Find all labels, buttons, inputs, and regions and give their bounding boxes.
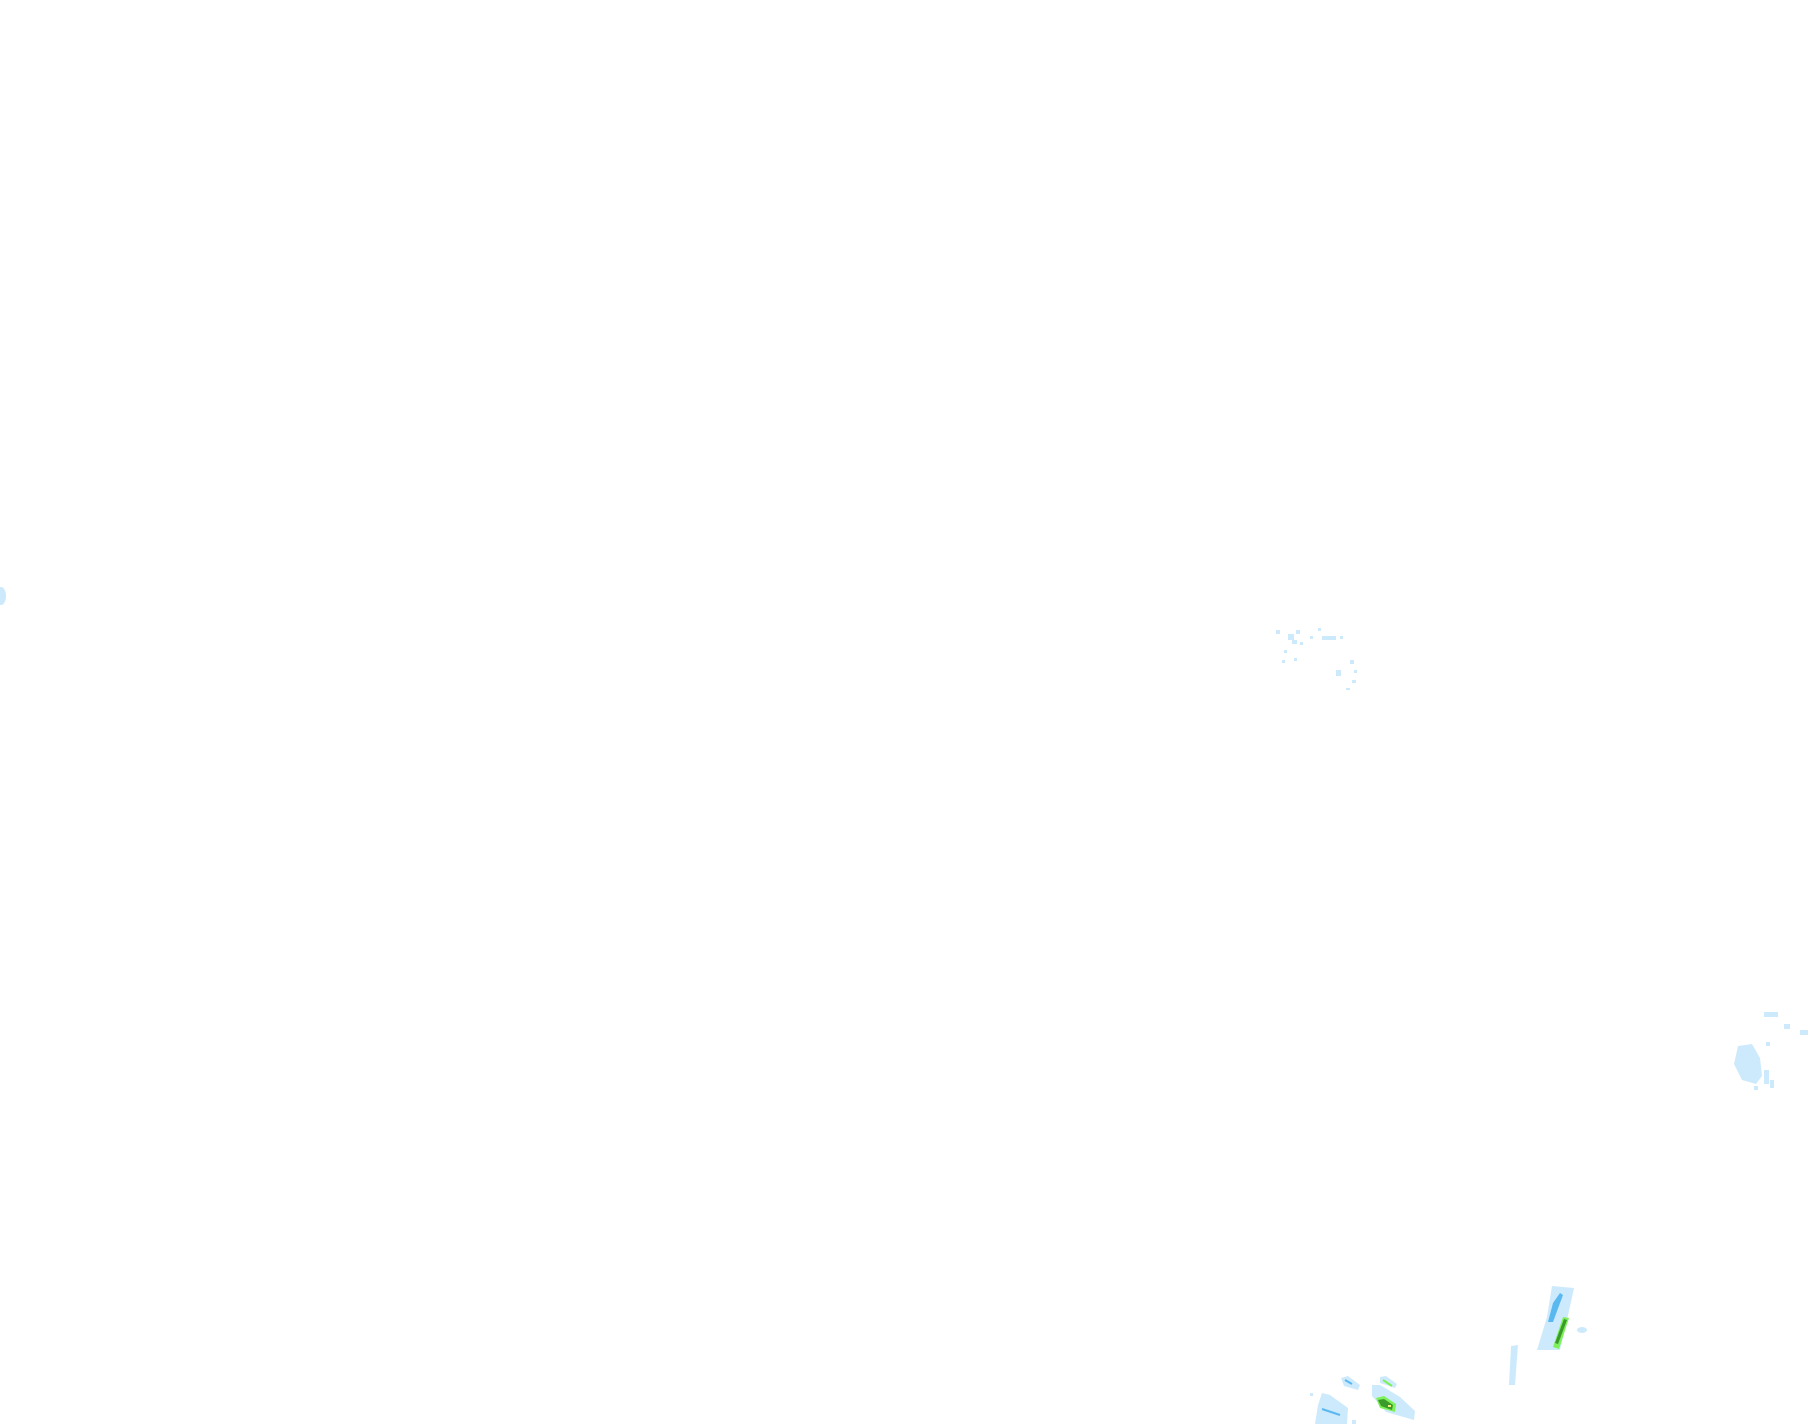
echo-scattered-center xyxy=(1276,628,1357,690)
storm-cells-lower xyxy=(1310,1376,1415,1424)
echo-left-edge xyxy=(0,587,6,605)
echo-cluster-right xyxy=(1734,1012,1808,1090)
storm-cell-main xyxy=(1509,1286,1587,1385)
